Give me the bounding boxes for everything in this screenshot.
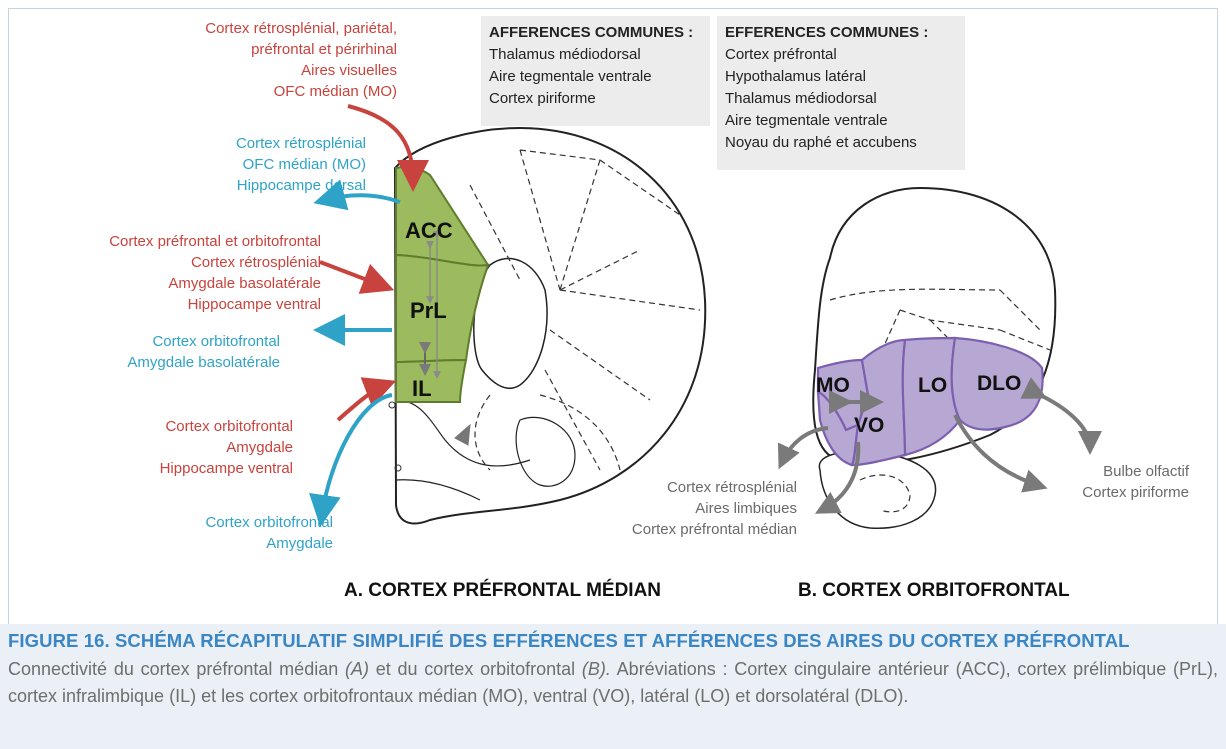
label-in-acc: Cortex rétrosplénial, pariétal,préfronta… (205, 20, 397, 100)
afferences-item: Cortex piriforme (489, 90, 596, 107)
figure-title: FIGURE 16. SCHÉMA RÉCAPITULATIF SIMPLIFI… (8, 630, 1130, 651)
mpfc-section (393, 126, 707, 525)
region-prl: PrL (410, 298, 447, 323)
mpfc-arrows (309, 104, 429, 527)
caption-box (0, 624, 1226, 749)
efferences-box: EFFERENCES COMMUNES : Cortex préfrontal … (717, 16, 965, 170)
region-acc: ACC (405, 218, 453, 243)
efferences-item: Noyau du raphé et accubens (725, 134, 917, 151)
arrow-out-acc (313, 179, 401, 211)
region-dlo: DLO (977, 372, 1021, 395)
arrow-out-il (309, 393, 393, 527)
afferences-box: AFFERENCES COMMUNES : Thalamus médiodors… (481, 16, 710, 126)
ofc-arrows (777, 377, 1102, 514)
afferences-item: Thalamus médiodorsal (489, 46, 641, 63)
region-vo: VO (854, 414, 884, 437)
panel-a-title: A. CORTEX PRÉFRONTAL MÉDIAN (344, 580, 662, 601)
mpfc-dashed-lines (469, 149, 701, 471)
arrow-in-il (336, 377, 397, 422)
region-lo: LO (918, 374, 947, 397)
figure-caption: Connectivité du cortex préfrontal médian… (8, 659, 1218, 706)
brain-diagram: ACC PrL IL MO VO LO DLO (309, 104, 1102, 529)
efferences-item: Cortex préfrontal (725, 46, 837, 63)
efferences-item: Thalamus médiodorsal (725, 90, 877, 107)
afferences-item: Aire tegmentale ventrale (489, 68, 652, 85)
efferences-title: EFFERENCES COMMUNES : (725, 24, 929, 41)
efferences-item: Hypothalamus latéral (725, 68, 866, 85)
region-mo: MO (816, 374, 850, 397)
panel-b-title: B. CORTEX ORBITOFRONTAL (798, 580, 1070, 601)
mpfc-internal-arrows (419, 231, 441, 379)
region-il: IL (412, 376, 432, 401)
arrow-in-prl (319, 260, 395, 294)
afferences-title: AFFERENCES COMMUNES : (489, 24, 694, 41)
efferences-item: Aire tegmentale ventrale (725, 112, 888, 129)
arrow-in-acc (347, 104, 429, 192)
